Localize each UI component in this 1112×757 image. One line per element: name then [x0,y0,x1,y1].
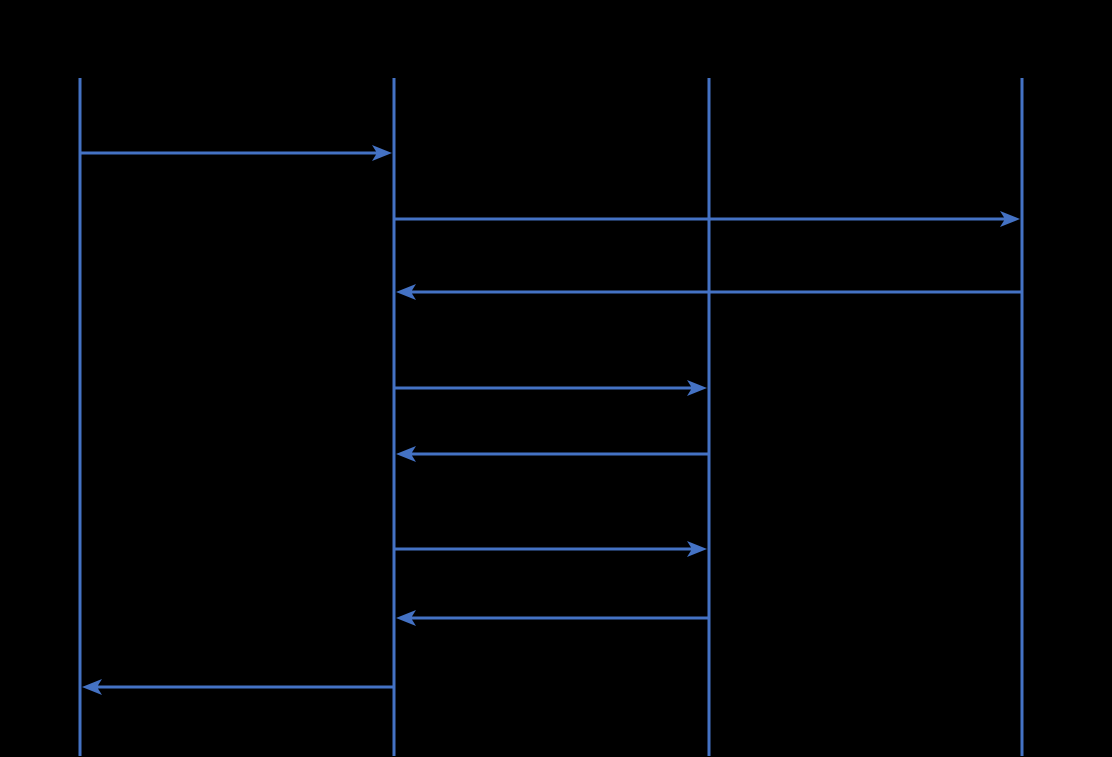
message-6 [394,541,707,557]
arrowhead-icon [396,284,416,300]
arrowhead-icon [396,610,416,626]
arrowhead-icon [687,541,707,557]
message-4 [394,380,707,396]
arrowhead-icon [1000,211,1020,227]
message-8 [82,679,394,695]
arrowhead-icon [372,145,392,161]
message-1 [80,145,392,161]
message-3 [396,284,1022,300]
message-2 [394,211,1020,227]
message-5 [396,446,709,462]
arrowhead-icon [82,679,102,695]
arrowhead-icon [396,446,416,462]
arrowhead-icon [687,380,707,396]
message-7 [396,610,709,626]
